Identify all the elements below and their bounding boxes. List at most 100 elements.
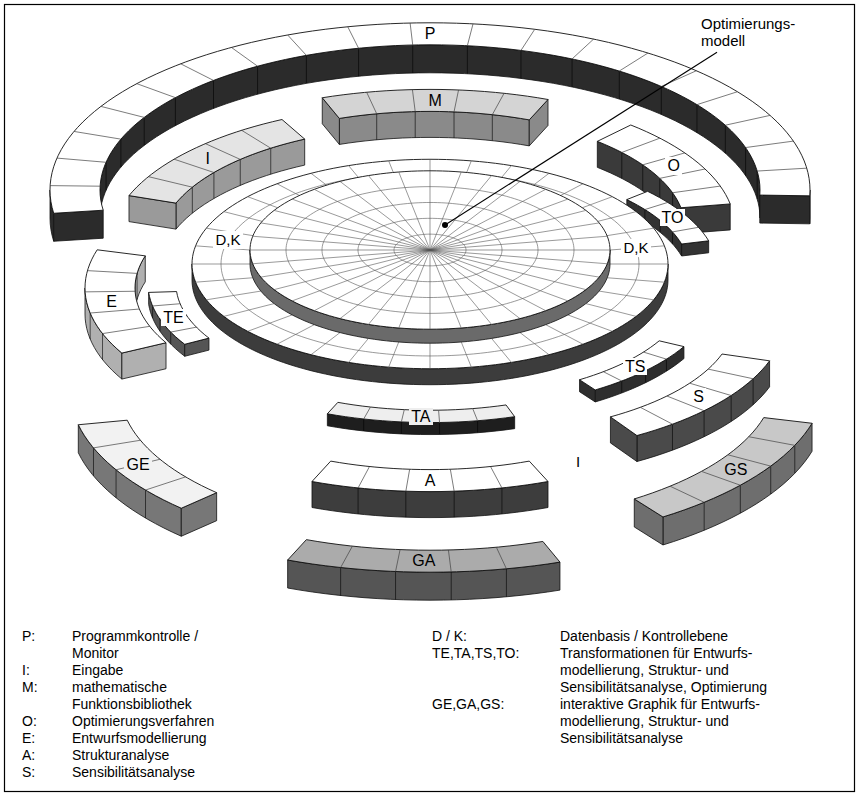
top-cell-line — [364, 407, 371, 419]
label-text: Programmkontrolle / Monitor — [72, 628, 237, 662]
disc-inner-layer — [250, 171, 610, 343]
top-cell-line — [572, 39, 594, 59]
grid-line — [399, 172, 430, 250]
ring-segment: TS — [623, 358, 647, 376]
side-cell-line — [520, 50, 521, 78]
top-cell-line — [672, 227, 698, 232]
side-cell-line — [102, 334, 103, 360]
ring-side-face — [760, 195, 810, 224]
side-cell-line — [116, 470, 117, 498]
legend-key: O: — [22, 713, 37, 730]
top-cell-line — [181, 64, 214, 81]
ring-top-face — [322, 89, 548, 119]
ring-segment: GS — [722, 461, 749, 479]
ring-top-face — [634, 418, 812, 517]
segment-label: S — [693, 388, 704, 406]
segment-label: GA — [412, 552, 435, 570]
top-cell-line — [101, 106, 144, 117]
ring-segment-shape — [312, 461, 548, 517]
ring-segment: O — [665, 157, 681, 175]
label-text: Optimierungs- modell — [701, 15, 813, 50]
segment-label: A — [425, 472, 436, 490]
top-cell-line — [148, 177, 192, 188]
side-cell-line — [672, 232, 673, 244]
top-cell-line — [288, 35, 307, 55]
ring-top-face — [610, 354, 769, 436]
top-cell-line — [242, 130, 271, 148]
legend-key: I: — [22, 662, 30, 679]
side-cell-line — [257, 66, 258, 94]
ring-segment: I — [204, 150, 212, 168]
label-text: Strukturanalyse — [72, 747, 237, 764]
leader-dot — [442, 222, 448, 228]
side-cell-line — [405, 491, 406, 517]
side-cell-line — [621, 381, 622, 393]
ring-segment-shape — [322, 89, 548, 145]
top-cell-line — [87, 271, 137, 274]
segment-label: P — [425, 25, 436, 43]
label-text: TE,TA,TS,TO: — [432, 645, 519, 662]
top-cell-line — [412, 90, 415, 112]
label-text: Eingabe — [72, 662, 237, 679]
side-cell-line — [501, 488, 502, 514]
segment-label: TO — [662, 209, 684, 227]
grid-line — [430, 250, 431, 329]
label-text: I — [576, 453, 580, 470]
ring-segment-shape — [288, 540, 560, 601]
side-cell-line — [770, 466, 771, 494]
legend-text: Sensibilitätsanalyse — [72, 764, 237, 781]
legend-text: interaktive Graphik für Entwurfs- modell… — [560, 696, 825, 747]
grid-line — [314, 189, 430, 250]
ring-top-face — [250, 171, 610, 329]
top-cell-line — [492, 93, 504, 114]
grid-line — [253, 250, 430, 264]
ring-top-face — [597, 125, 730, 208]
leader-line — [445, 52, 717, 225]
legend-key: M: — [22, 679, 38, 696]
legend-key: A: — [22, 747, 35, 764]
ring-top-face — [580, 341, 684, 390]
label-text: Sensibilitätsanalyse — [72, 764, 237, 781]
side-cell-line — [106, 162, 107, 190]
side-cell-line — [192, 187, 193, 213]
label-text: D,K — [623, 239, 648, 256]
side-cell-line — [145, 490, 146, 518]
top-cell-line — [521, 29, 535, 50]
side-cell-line — [454, 112, 455, 138]
ring-side-face — [339, 111, 529, 145]
ring-segment-shape — [78, 420, 216, 536]
grid-line — [430, 171, 431, 250]
side-cell-line — [696, 105, 697, 133]
legend-text: Strukturanalyse — [72, 747, 237, 764]
side-cell-line — [451, 572, 452, 600]
side-cell-line — [93, 448, 94, 476]
side-cell-line — [477, 421, 478, 433]
side-cell-line — [90, 313, 91, 339]
top-cell-line — [74, 131, 121, 139]
label-text: A: — [22, 747, 35, 764]
top-cell-line — [137, 84, 176, 98]
side-cell-line — [175, 98, 176, 126]
segment-label: TE — [163, 309, 183, 327]
side-cell-line — [363, 419, 364, 431]
ring-segment: GA — [410, 552, 437, 570]
legend-key: P: — [22, 628, 35, 645]
side-cell-line — [794, 445, 795, 473]
grid-line — [430, 181, 520, 250]
top-cell-line — [401, 410, 404, 422]
region-label: D,K — [621, 239, 650, 256]
grid-line — [430, 199, 568, 250]
side-cell-line — [642, 165, 643, 191]
figure-frame — [5, 5, 855, 792]
top-cell-line — [757, 168, 807, 171]
grid-line — [274, 210, 430, 250]
side-cell-line — [120, 139, 121, 167]
top-cell-line — [619, 53, 648, 71]
ring-segment: P — [423, 25, 438, 43]
ring-segment-shape — [327, 402, 514, 434]
top-cell-line — [450, 469, 454, 491]
side-cell-line — [376, 114, 377, 140]
side-cell-line — [704, 411, 705, 437]
label-text: mathematische Funktionsbibliothek — [72, 679, 237, 713]
side-cell-line — [661, 86, 662, 114]
